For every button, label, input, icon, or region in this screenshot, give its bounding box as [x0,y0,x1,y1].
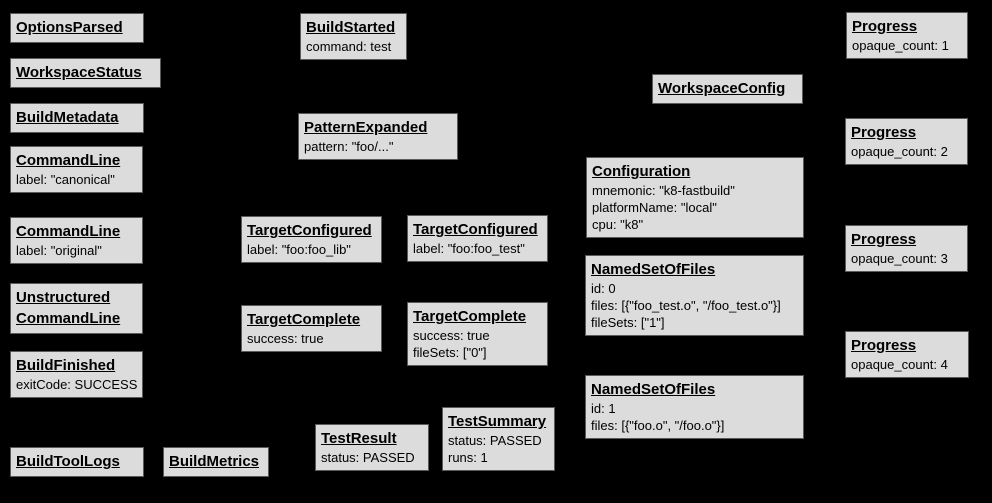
node-title: Progress [852,18,918,35]
node-title: Progress [851,124,917,141]
node-target-complete-foo-lib: TargetComplete success: true [241,305,382,352]
node-workspace-config: WorkspaceConfig [652,74,803,104]
node-field: command: test [306,39,392,54]
node-title: NamedSetOfFiles [591,261,716,278]
node-field: fileSets: ["1"] [591,315,665,330]
node-title: TargetConfigured [413,221,538,238]
node-field: label: "original" [16,243,102,258]
node-field: fileSets: ["0"] [413,345,487,360]
node-title: OptionsParsed [16,19,123,36]
node-title: BuildToolLogs [16,453,120,470]
node-title: Configuration [592,163,691,180]
node-field: opaque_count: 3 [851,251,948,266]
node-title: BuildFinished [16,357,116,374]
node-field: files: [{"foo.o", "/foo.o"}] [591,418,725,433]
node-field: files: [{"foo_test.o", "/foo_test.o"}] [591,298,781,313]
node-target-complete-foo-test: TargetComplete success: true fileSets: [… [407,302,548,366]
node-unstructured-command-line: Unstructured CommandLine [10,283,143,334]
node-configuration: Configuration mnemonic: "k8-fastbuild" p… [586,157,804,238]
node-build-finished: BuildFinished exitCode: SUCCESS [10,351,143,398]
node-title: Progress [851,231,917,248]
node-field: label: "canonical" [16,172,115,187]
node-field: label: "foo:foo_test" [413,241,525,256]
node-title: Unstructured [16,289,111,306]
node-title: WorkspaceStatus [16,64,142,81]
node-title: TestResult [321,430,397,447]
node-title: BuildMetrics [169,453,260,470]
node-progress-2: Progress opaque_count: 2 [845,118,968,165]
node-title: CommandLine [16,152,121,169]
node-command-line-canonical: CommandLine label: "canonical" [10,146,143,193]
node-options-parsed: OptionsParsed [10,13,144,43]
node-named-set-of-files-0: NamedSetOfFiles id: 0 files: [{"foo_test… [585,255,804,336]
node-build-metrics: BuildMetrics [163,447,269,477]
node-command-line-original: CommandLine label: "original" [10,217,143,264]
node-field: status: PASSED [448,433,542,448]
node-field: platformName: "local" [592,200,717,215]
node-title: TargetConfigured [247,222,372,239]
node-field: cpu: "k8" [592,217,644,232]
node-field: opaque_count: 2 [851,144,948,159]
node-test-summary: TestSummary status: PASSED runs: 1 [442,407,555,471]
node-title: WorkspaceConfig [658,80,786,97]
node-title: TargetComplete [247,311,361,328]
node-title: CommandLine [16,223,121,240]
node-test-result: TestResult status: PASSED [315,424,429,471]
node-build-tool-logs: BuildToolLogs [10,447,144,477]
node-field: pattern: "foo/..." [304,139,394,154]
node-field: id: 0 [591,281,616,296]
node-target-configured-foo-test: TargetConfigured label: "foo:foo_test" [407,215,548,262]
node-field: runs: 1 [448,450,488,465]
node-field: status: PASSED [321,450,415,465]
node-progress-4: Progress opaque_count: 4 [845,331,969,378]
node-title: TargetComplete [413,308,527,325]
node-progress-3: Progress opaque_count: 3 [845,225,968,272]
node-build-metadata: BuildMetadata [10,103,144,133]
node-title: BuildMetadata [16,109,119,126]
node-field: mnemonic: "k8-fastbuild" [592,183,735,198]
node-title: CommandLine [16,310,121,327]
node-field: label: "foo:foo_lib" [247,242,351,257]
node-title: PatternExpanded [304,119,428,136]
node-progress-1: Progress opaque_count: 1 [846,12,968,59]
node-field: exitCode: SUCCESS [16,377,138,392]
node-named-set-of-files-1: NamedSetOfFiles id: 1 files: [{"foo.o", … [585,375,804,439]
node-title: NamedSetOfFiles [591,381,716,398]
node-title: BuildStarted [306,19,396,36]
node-title: TestSummary [448,413,547,430]
node-build-started: BuildStarted command: test [300,13,407,60]
node-field: opaque_count: 4 [851,357,948,372]
node-field: success: true [247,331,324,346]
node-field: success: true [413,328,490,343]
node-title: Progress [851,337,917,354]
node-target-configured-foo-lib: TargetConfigured label: "foo:foo_lib" [241,216,382,263]
node-workspace-status: WorkspaceStatus [10,58,161,88]
node-pattern-expanded: PatternExpanded pattern: "foo/..." [298,113,458,160]
node-field: opaque_count: 1 [852,38,949,53]
node-field: id: 1 [591,401,616,416]
